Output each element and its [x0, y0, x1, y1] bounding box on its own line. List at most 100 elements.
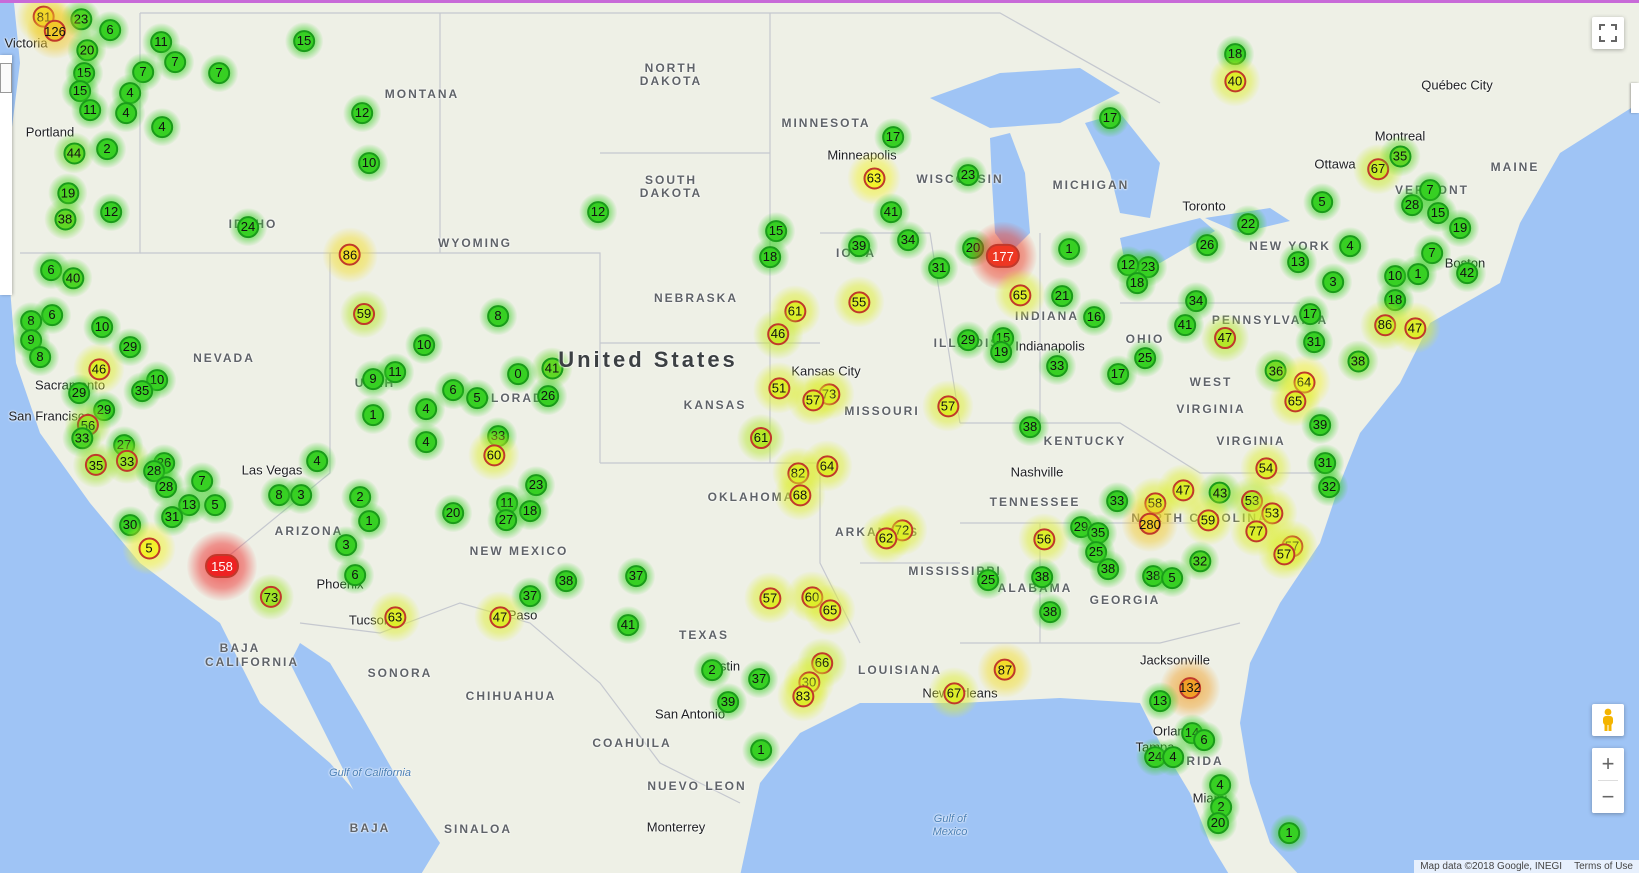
cluster-marker[interactable]: 1: [1050, 230, 1088, 268]
cluster-marker[interactable]: 35: [1379, 135, 1421, 177]
cluster-marker[interactable]: 60: [468, 429, 520, 481]
cluster-marker[interactable]: 6: [1185, 721, 1223, 759]
cluster-marker[interactable]: 26: [529, 377, 567, 415]
cluster-marker[interactable]: 3: [282, 476, 320, 514]
cluster-marker[interactable]: 39: [840, 227, 878, 265]
terms-link[interactable]: Terms of Use: [1574, 861, 1633, 872]
cluster-marker[interactable]: 16: [1075, 298, 1113, 336]
cluster-marker[interactable]: 4: [407, 423, 445, 461]
side-panel-toggle[interactable]: [0, 63, 12, 93]
cluster-marker[interactable]: 5: [1303, 183, 1341, 221]
cluster-marker[interactable]: 4: [298, 442, 336, 480]
cluster-marker[interactable]: 55: [833, 276, 885, 328]
cluster-marker[interactable]: 22: [1229, 205, 1267, 243]
cluster-marker[interactable]: 11: [71, 91, 109, 129]
cluster-marker[interactable]: 39: [709, 683, 747, 721]
cluster-marker[interactable]: 12: [579, 193, 617, 231]
cluster-marker[interactable]: 35: [72, 441, 120, 489]
cluster-marker[interactable]: 1: [1270, 814, 1308, 852]
cluster-marker[interactable]: 17: [1091, 99, 1129, 137]
cluster-marker[interactable]: 41: [1166, 306, 1204, 344]
cluster-marker[interactable]: 13: [1279, 243, 1317, 281]
cluster-marker[interactable]: 73: [247, 573, 295, 621]
cluster-marker[interactable]: 39: [1301, 406, 1339, 444]
cluster-marker[interactable]: 5: [458, 379, 496, 417]
cluster-marker[interactable]: 68: [774, 469, 826, 521]
cluster-marker[interactable]: 18: [1118, 264, 1156, 302]
cluster-marker[interactable]: 57: [1258, 528, 1310, 580]
cluster-marker[interactable]: 19: [1441, 209, 1479, 247]
cluster-marker[interactable]: 40: [1209, 55, 1261, 107]
cluster-marker[interactable]: 1: [354, 396, 392, 434]
cluster-marker[interactable]: 21: [1043, 277, 1081, 315]
cluster-marker[interactable]: 38: [1089, 550, 1127, 588]
cluster-marker[interactable]: 40: [53, 258, 93, 298]
zoom-in-button[interactable]: +: [1592, 748, 1624, 780]
cluster-marker[interactable]: 10: [405, 326, 443, 364]
cluster-marker[interactable]: 63: [369, 591, 421, 643]
cluster-marker[interactable]: 6: [91, 11, 129, 49]
cluster-marker[interactable]: 13: [1141, 682, 1179, 720]
cluster-marker[interactable]: 17: [874, 118, 912, 156]
cluster-marker[interactable]: 37: [617, 557, 655, 595]
cluster-marker[interactable]: 46: [753, 309, 803, 359]
cluster-marker[interactable]: 27: [487, 501, 525, 539]
cluster-marker[interactable]: 280: [1121, 495, 1179, 553]
cluster-marker[interactable]: 38: [1023, 558, 1061, 596]
cluster-marker[interactable]: 57: [787, 374, 839, 426]
cluster-marker[interactable]: 87: [977, 642, 1033, 698]
cluster-marker[interactable]: 41: [609, 606, 647, 644]
cluster-marker[interactable]: 56: [1018, 513, 1070, 565]
cluster-marker[interactable]: 59: [1182, 494, 1234, 546]
cluster-marker[interactable]: 46: [73, 343, 125, 395]
cluster-marker[interactable]: 38: [547, 562, 585, 600]
cluster-marker[interactable]: 7: [1413, 234, 1451, 272]
cluster-marker[interactable]: 9: [354, 360, 392, 398]
cluster-marker[interactable]: 18: [751, 238, 789, 276]
cluster-marker[interactable]: 23: [949, 156, 987, 194]
cluster-marker[interactable]: 17: [1099, 355, 1137, 393]
pegman-button[interactable]: [1592, 704, 1624, 736]
cluster-marker[interactable]: 63: [847, 151, 901, 205]
cluster-marker[interactable]: 8: [21, 338, 59, 376]
fullscreen-button[interactable]: [1592, 17, 1624, 49]
cluster-marker[interactable]: 47: [1389, 302, 1441, 354]
cluster-marker[interactable]: 67: [928, 667, 980, 719]
cluster-marker[interactable]: 38: [1031, 593, 1069, 631]
cluster-marker[interactable]: 4: [1154, 738, 1192, 776]
cluster-marker[interactable]: 31: [153, 498, 191, 536]
cluster-marker[interactable]: 31: [920, 249, 958, 287]
cluster-marker[interactable]: 5: [122, 521, 176, 575]
cluster-marker[interactable]: 24: [229, 208, 267, 246]
cluster-marker[interactable]: 1: [742, 731, 780, 769]
cluster-marker[interactable]: 7: [200, 54, 238, 92]
cluster-marker[interactable]: 10: [83, 308, 121, 346]
cluster-marker[interactable]: 32: [1310, 468, 1348, 506]
cluster-marker[interactable]: 31: [1295, 323, 1333, 361]
cluster-marker[interactable]: 12: [343, 94, 381, 132]
cluster-marker[interactable]: 17: [1291, 295, 1329, 333]
cluster-marker[interactable]: 3: [1314, 263, 1352, 301]
cluster-marker[interactable]: 10: [350, 144, 388, 182]
cluster-marker[interactable]: 4: [107, 94, 145, 132]
cluster-marker[interactable]: 7: [156, 43, 194, 81]
cluster-marker[interactable]: 2: [88, 130, 126, 168]
cluster-marker[interactable]: 33: [1038, 347, 1076, 385]
cluster-marker[interactable]: 61: [737, 414, 785, 462]
cluster-marker[interactable]: 62: [860, 512, 912, 564]
cluster-marker[interactable]: 47: [1201, 314, 1249, 362]
cluster-marker[interactable]: 29: [949, 321, 987, 359]
cluster-marker[interactable]: 47: [474, 591, 526, 643]
cluster-marker[interactable]: 4: [1331, 227, 1369, 265]
cluster-marker[interactable]: 57: [922, 380, 974, 432]
cluster-marker[interactable]: 20: [1199, 804, 1237, 842]
cluster-marker[interactable]: 83: [777, 670, 829, 722]
cluster-marker[interactable]: 32: [1180, 541, 1220, 581]
cluster-marker[interactable]: 38: [1011, 408, 1049, 446]
cluster-marker[interactable]: 4: [407, 390, 445, 428]
cluster-marker[interactable]: 2: [693, 651, 731, 689]
cluster-marker[interactable]: 20: [434, 494, 472, 532]
cluster-marker[interactable]: 86: [322, 227, 378, 283]
cluster-marker[interactable]: 8: [479, 297, 517, 335]
cluster-marker[interactable]: 38: [44, 198, 86, 240]
